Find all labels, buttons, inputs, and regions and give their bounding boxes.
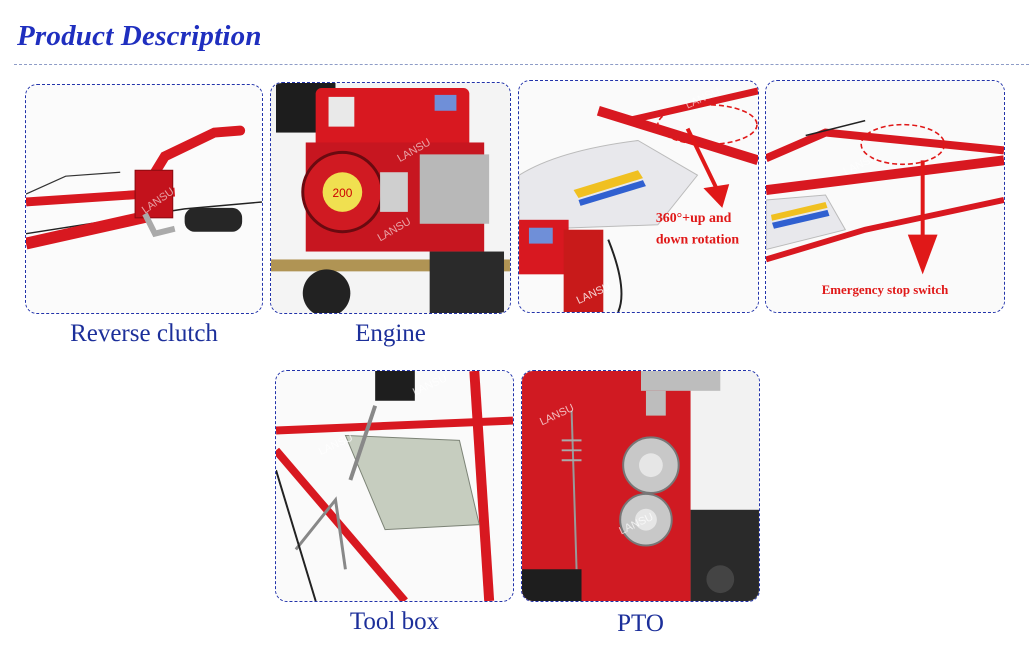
title-divider bbox=[14, 64, 1029, 65]
page-title: Product Description bbox=[17, 20, 262, 52]
engine-size-label: 200 bbox=[333, 186, 353, 200]
engine-photo: 200 LANSU LANSU bbox=[270, 82, 511, 314]
tool-box-photo: LANSU LANSU bbox=[275, 370, 514, 602]
emergency-stop-annotation: Emergency stop switch bbox=[822, 283, 949, 297]
caption-tool-box: Tool box bbox=[349, 608, 440, 635]
emergency-stop-photo: Emergency stop switch LANSU bbox=[765, 80, 1005, 313]
rotation-annotation-line1: 360°+up and bbox=[656, 211, 732, 226]
reverse-clutch-photo: LANSU bbox=[25, 84, 263, 314]
rotation-annotation-line2: down rotation bbox=[656, 233, 740, 248]
handlebar-rotation-photo: 360°+up and down rotation LANSU LANSU bbox=[518, 80, 759, 313]
caption-reverse-clutch: Reverse clutch bbox=[70, 320, 218, 347]
caption-engine: Engine bbox=[355, 320, 426, 347]
caption-pto: PTO bbox=[617, 610, 664, 637]
pto-photo: LANSU LANSU bbox=[521, 370, 760, 602]
